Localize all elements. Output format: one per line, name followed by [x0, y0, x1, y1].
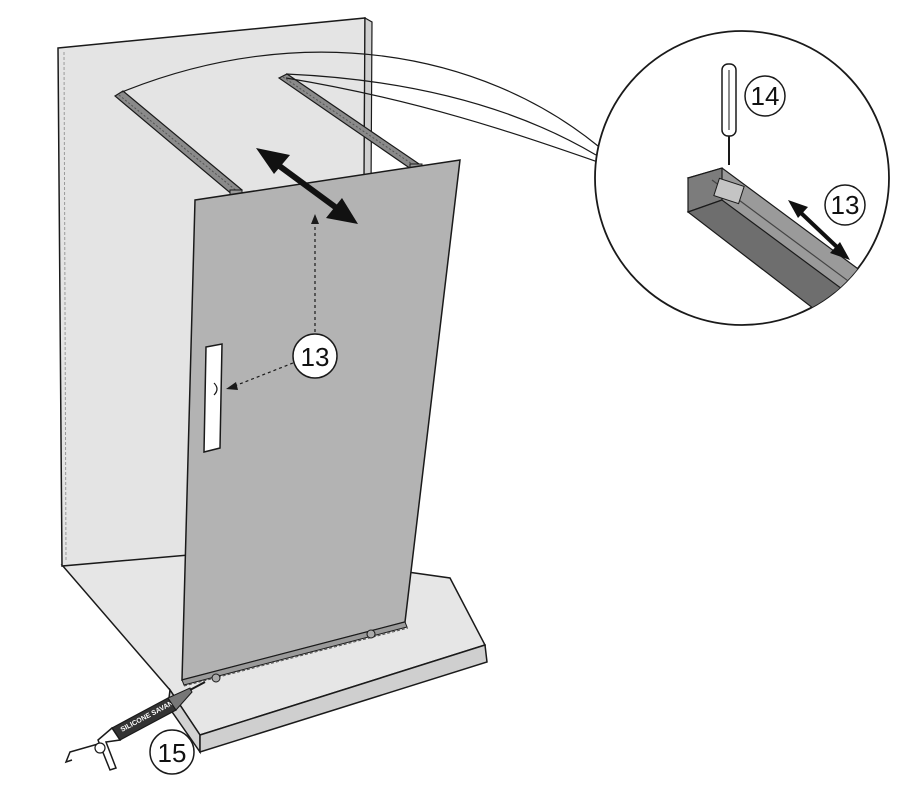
screwdriver-icon — [721, 63, 737, 165]
callout-14-screwdriver: 14 — [744, 75, 786, 117]
panel-foot-left — [211, 673, 221, 683]
callout-13-zoom: 13 — [824, 184, 866, 226]
svg-text:SILICONE SAVAN: SILICONE SAVAN — [120, 700, 175, 734]
panel-foot-right — [366, 629, 376, 639]
svg-text:13: 13 — [831, 190, 860, 220]
zoom-connector-lines — [121, 51, 599, 163]
zoom-rail-clip — [713, 177, 745, 205]
svg-text:15: 15 — [158, 738, 187, 768]
svg-text:13: 13 — [301, 342, 330, 372]
callout-13-panel: 13 — [292, 333, 338, 379]
glass-panel — [181, 159, 461, 687]
leader-lines-13 — [226, 214, 319, 390]
callout-15-silicone: 15 — [149, 729, 195, 775]
adjust-double-arrow — [256, 148, 358, 224]
zoom-double-arrow — [788, 200, 850, 260]
magnified-detail — [594, 30, 890, 326]
svg-text:14: 14 — [751, 81, 780, 111]
door-handle — [203, 343, 223, 453]
